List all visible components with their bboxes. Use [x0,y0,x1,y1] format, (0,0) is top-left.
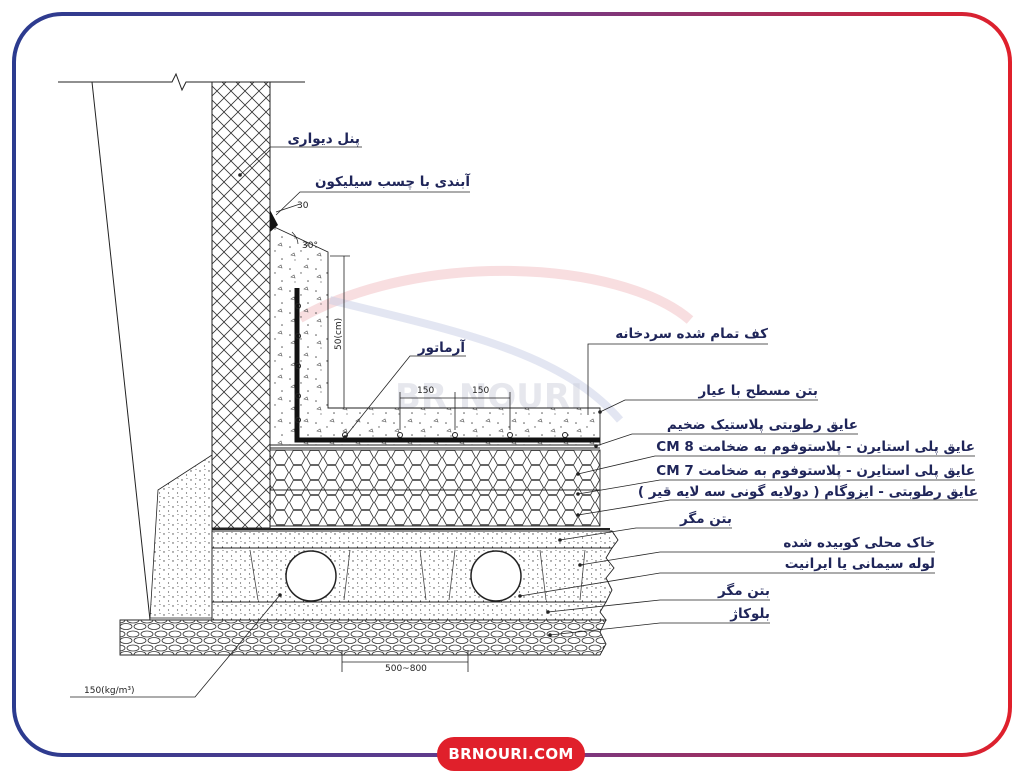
watermark-swoosh-red [297,265,694,324]
label-lean-concrete-2: بتن مگر [717,582,770,599]
label-leaders [239,146,978,636]
screed-concrete [269,224,601,446]
lean-concrete-upper [211,530,619,549]
dim-pipe-spacing-lines [341,650,469,672]
dim-spacing-lines [399,392,511,430]
ground-line-left [58,72,214,92]
dim-angle-arc [291,231,299,245]
label-sealing: آبندی با چسب سیلیکون [315,173,470,190]
label-ballast: بلوکاژ [729,606,770,622]
dim-spacing-150-b: 150 [472,386,489,396]
wall-panel [211,81,271,529]
label-lean-concrete-1: بتن مگر [679,510,732,527]
density-leader-dot [278,593,282,597]
dim-pipe-spacing: 500~800 [385,664,427,674]
foundation-concrete [149,454,213,619]
label-screed: بتن مسطح با عیار [697,383,818,399]
label-compacted-soil: خاک محلی کوبیده شده [783,535,935,551]
compacted-soil [211,547,615,603]
label-eps-8: عایق پلی استایرن - پلاستوفوم به ضخامت 8 … [656,439,975,455]
label-cement-pipe: لوله سیمانی یا ایرانیت [785,556,935,572]
label-plastic-barrier: عایق رطوبتی پلاستیک ضخیم [667,417,858,433]
cement-pipe-left [285,550,337,602]
watermark-swoosh-blue [329,296,624,423]
label-eps-7: عایق پلی استایرن - پلاستوفوم به ضخامت 7 … [656,463,975,479]
label-wall-panel: پنل دیواری [287,131,360,147]
dim-height-50: 50(cm) [334,318,344,350]
dim-angle-30: 30° [302,241,318,251]
excavation-slope [91,81,151,621]
label-isogam: عایق رطوبتی - ایزوگام ( دولایه گونی سه ل… [638,483,978,500]
dim-height-lines [330,255,350,409]
silicone-seal [270,210,278,232]
lean-concrete-lower [211,601,607,621]
dim-spacing-150-a: 150 [417,386,434,396]
ballast-layer [119,619,607,656]
eps-layer-7cm [269,489,601,527]
dim-density: 150(kg/m³) [84,686,135,696]
label-finished-floor: کف تمام شده سردخانه [615,326,768,342]
soil-vertical-strokes [249,549,586,601]
label-leader-dots [238,173,602,637]
density-leader [70,594,281,698]
site-url-badge[interactable]: BRNOURI.COM [437,737,585,771]
cement-pipe-right [470,550,522,602]
label-rebar: آرماتور [417,339,466,356]
eps-layer-8cm [269,449,601,491]
dim-chamfer-30: 30 [297,201,309,211]
